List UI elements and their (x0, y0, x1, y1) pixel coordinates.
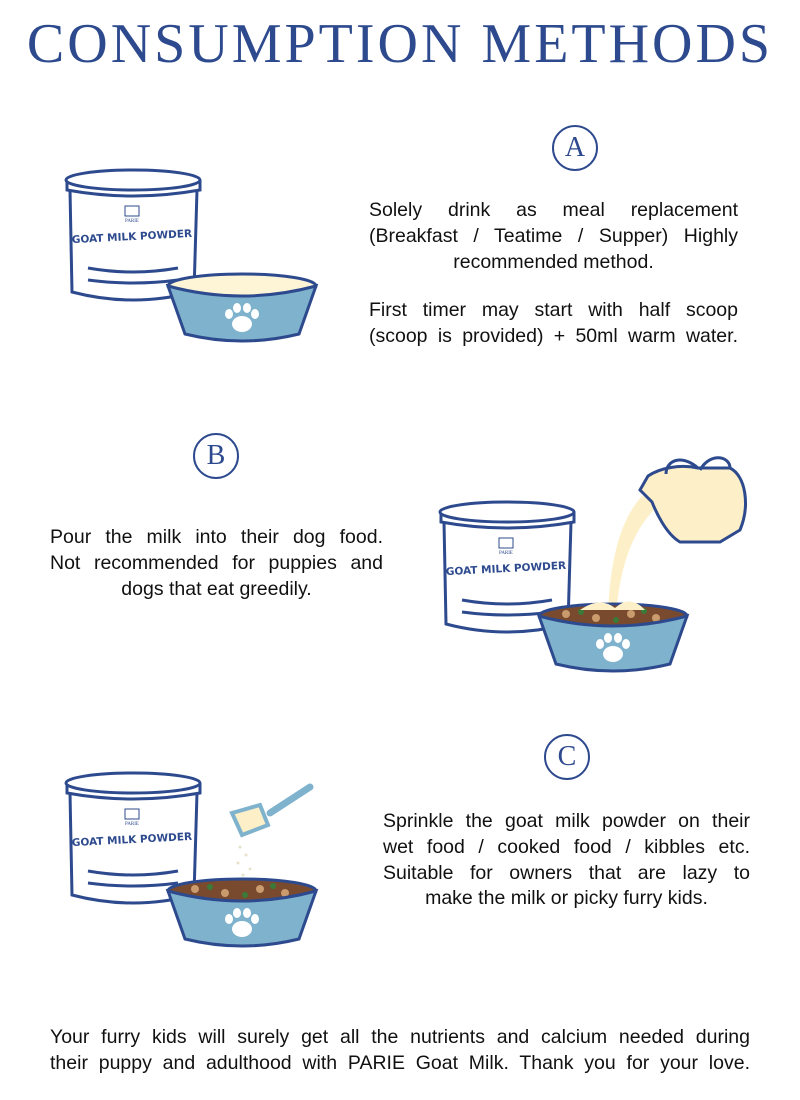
badge-c: C (544, 734, 590, 780)
text-line: First timer may start with half scoop (369, 299, 738, 322)
milk-jug-icon (638, 456, 747, 544)
badge-b: B (193, 433, 239, 479)
method-a-text: Solely drink as meal replacement (Breakf… (369, 198, 738, 350)
paw-icon (225, 908, 259, 937)
brand-text: PARIE (125, 219, 139, 224)
method-b-text: Pour the milk into their dog food. Not r… (50, 525, 383, 602)
goat-milk-can-icon: PARIE GOAT MILK POWDER (64, 168, 202, 302)
text-line: wet food / cooked food / kibbles etc. (383, 835, 750, 858)
goat-milk-can-icon: PARIE GOAT MILK POWDER (438, 500, 576, 634)
text-line: dogs that eat greedily. (121, 577, 312, 600)
text-line: Solely drink as meal replacement (369, 199, 738, 221)
brand-text: PARIE (125, 822, 139, 827)
badge-a: A (552, 125, 598, 171)
can-pour-milk-illustration: PARIE GOAT MILK POWDER (438, 456, 747, 673)
paw-icon (596, 633, 630, 662)
text-line: Suitable for owners that are lazy to (383, 861, 750, 884)
paw-icon (225, 303, 259, 332)
powder-sprinkle (234, 845, 252, 881)
text-line: their puppy and adulthood with PARIE Goa… (50, 1051, 750, 1074)
text-line: Not recommended for puppies and (50, 551, 383, 574)
method-c-text: Sprinkle the goat milk powder on their w… (383, 809, 750, 912)
text-line: make the milk or picky furry kids. (425, 887, 708, 910)
text-line: (scoop is provided) + 50ml warm water. (369, 325, 738, 348)
text-line: (Breakfast / Teatime / Supper) Highly (369, 224, 738, 247)
text-line: Your furry kids will surely get all the … (50, 1026, 750, 1048)
page-title: CONSUMPTION METHODS (26, 13, 774, 75)
text-line: Pour the milk into their dog food. (50, 526, 383, 548)
milk-stream (608, 496, 662, 615)
dog-bowl-icon (536, 602, 690, 673)
text-line: recommended method. (453, 250, 654, 273)
footer-text: Your furry kids will surely get all the … (50, 1025, 750, 1077)
text-line: Sprinkle the goat milk powder on their (383, 810, 750, 832)
dog-bowl-icon (165, 272, 319, 343)
brand-text: PARIE (499, 551, 513, 556)
goat-milk-can-icon: PARIE GOAT MILK POWDER (64, 771, 202, 905)
dog-bowl-icon (165, 877, 319, 948)
scoop-icon (229, 783, 314, 838)
can-and-milk-bowl-illustration: PARIE GOAT MILK POWDER (64, 168, 319, 343)
can-sprinkle-powder-illustration: PARIE GOAT MILK POWDER (64, 771, 319, 948)
